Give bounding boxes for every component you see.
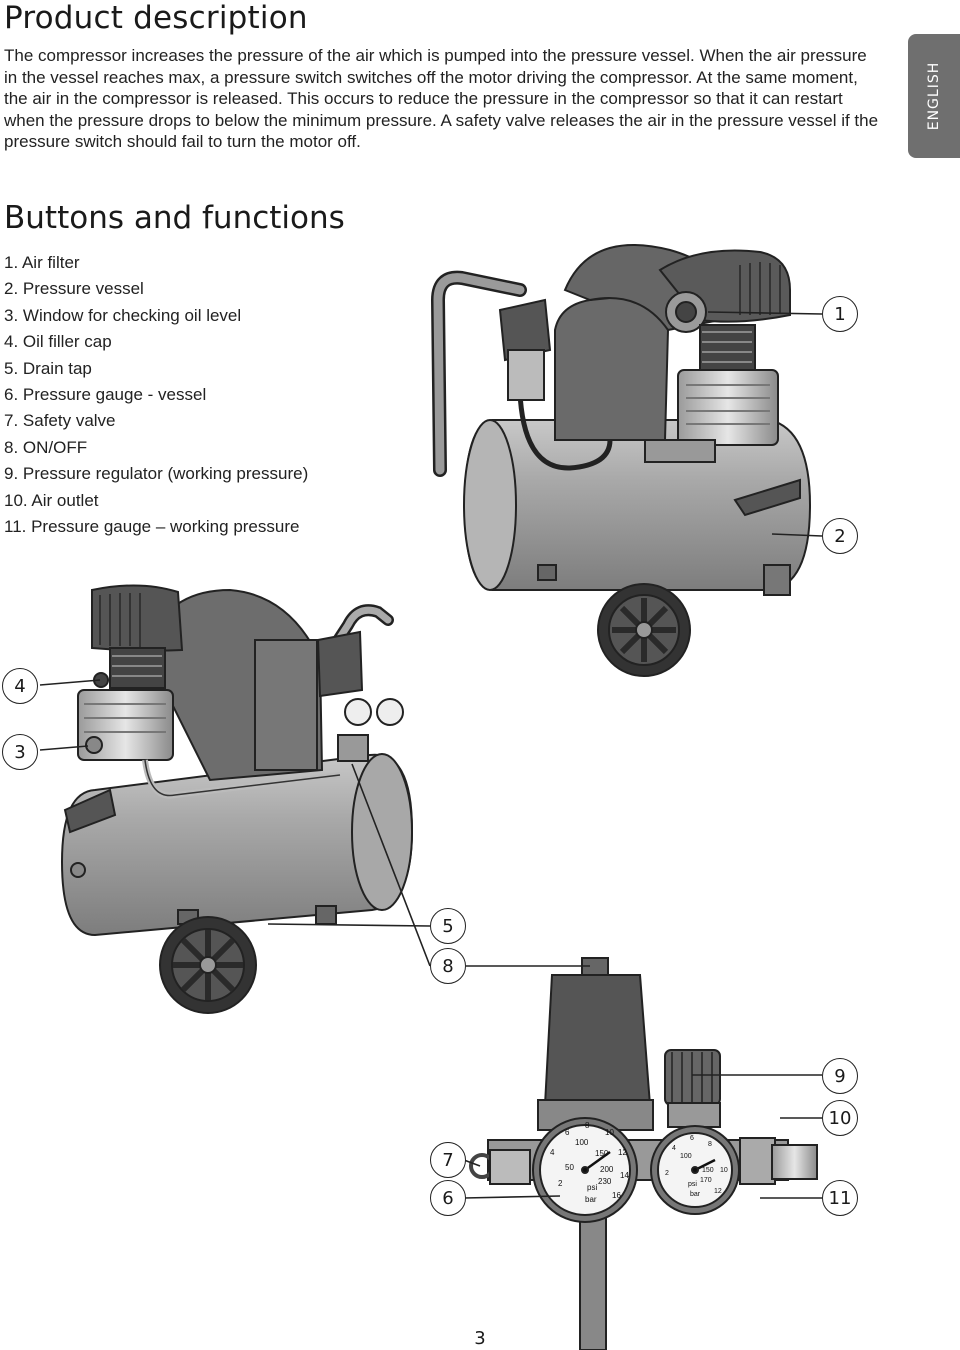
gauge-right-tick: 4 <box>672 1145 676 1152</box>
parts-list-item: 10. Air outlet <box>4 490 99 510</box>
gauge-left-inner: 50 <box>565 1163 574 1172</box>
gauge-right-unit: bar <box>690 1191 701 1198</box>
gauge-left-tick: 4 <box>550 1148 555 1157</box>
callout-1: 1 <box>822 296 858 332</box>
gauge-left-tick: 16 <box>612 1191 621 1200</box>
gauge-right-tick: 10 <box>720 1167 728 1174</box>
gauge-left-inner: 230 <box>598 1177 612 1186</box>
leader-lines-top <box>707 311 823 537</box>
parts-list-item: 4. Oil filler cap <box>4 332 112 352</box>
parts-list-item: 3. Window for checking oil level <box>4 305 242 325</box>
gauge-right-inner: 170 <box>700 1177 712 1184</box>
callout-7: 7 <box>430 1142 466 1178</box>
leader-lines-bottom <box>463 965 822 1199</box>
gauge-right-tick: 2 <box>665 1170 669 1177</box>
gauge-left-unit: psi <box>587 1183 597 1192</box>
callout-2: 2 <box>822 518 858 554</box>
gauge-left-labels: 2 4 6 8 10 12 14 16 50 100 150 200 230 p… <box>550 1121 629 1204</box>
parts-list-item: 6. Pressure gauge - vessel <box>4 385 207 405</box>
gauge-left-tick: 12 <box>618 1148 627 1157</box>
callout-3: 3 <box>2 734 38 770</box>
callout-6: 6 <box>430 1180 466 1216</box>
callout-4: 4 <box>2 668 38 704</box>
gauge-right-inner: 100 <box>680 1153 692 1160</box>
gauge-right-unit: psi <box>688 1181 697 1188</box>
parts-list-item: 8. ON/OFF <box>4 437 88 457</box>
parts-list-item: 11. Pressure gauge – working pressure <box>4 517 300 537</box>
callout-9: 9 <box>822 1058 858 1094</box>
product-description-text: The compressor increases the pressure of… <box>4 46 879 151</box>
gauge-left-tick: 14 <box>620 1171 629 1180</box>
parts-list-item: 7. Safety valve <box>4 411 116 431</box>
compressor-rear-view <box>430 244 812 677</box>
parts-list-item: 2. Pressure vessel <box>4 279 144 299</box>
gauge-right-inner: 150 <box>702 1167 714 1174</box>
page-number: 3 <box>474 1328 486 1349</box>
parts-list: 1. Air filter 2. Pressure vessel 3. Wind… <box>4 250 308 540</box>
gauge-left-tick: 8 <box>585 1121 590 1130</box>
gauge-right-tick: 12 <box>714 1188 722 1195</box>
product-description-title: Product description <box>4 0 308 36</box>
compressor-front-view <box>60 584 414 1014</box>
regulator-detail <box>469 957 818 1350</box>
callout-8: 8 <box>430 948 466 984</box>
parts-list-item: 9. Pressure regulator (working pressure) <box>4 464 309 484</box>
gauge-right-tick: 8 <box>708 1141 712 1148</box>
gauge-left-tick: 2 <box>558 1179 563 1188</box>
callout-10: 10 <box>822 1100 858 1136</box>
leader-lines-middle <box>39 679 431 967</box>
gauge-left-inner: 200 <box>600 1165 614 1174</box>
gauge-right-tick: 6 <box>690 1135 694 1142</box>
gauge-left-tick: 10 <box>605 1128 614 1137</box>
gauge-left-inner: 100 <box>575 1138 589 1147</box>
callout-11: 11 <box>822 1180 858 1216</box>
buttons-and-functions-title: Buttons and functions <box>4 200 345 236</box>
gauge-left-tick: 6 <box>565 1128 570 1137</box>
gauge-left-unit: bar <box>585 1195 597 1204</box>
parts-list-item: 1. Air filter <box>4 253 80 272</box>
callout-5: 5 <box>430 908 466 944</box>
gauge-left-inner: 150 <box>595 1149 609 1158</box>
language-tab: ENGLISH <box>908 34 960 158</box>
gauge-right-labels: 2 4 6 8 10 12 100 150 170 psi bar <box>665 1135 728 1198</box>
parts-list-item: 5. Drain tap <box>4 358 92 378</box>
